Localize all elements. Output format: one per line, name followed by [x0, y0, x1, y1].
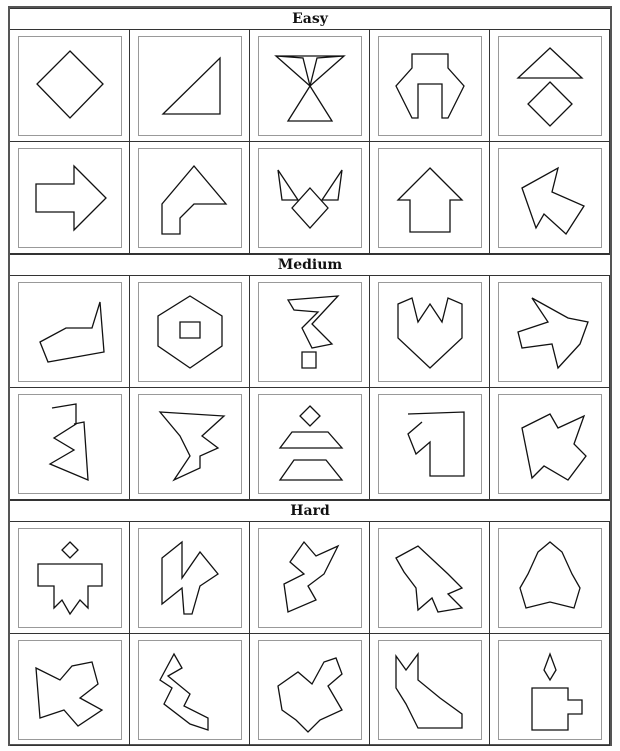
puzzle-tile	[370, 276, 490, 388]
snake-icon	[258, 528, 362, 628]
m-shape-icon	[138, 528, 242, 628]
puzzle-tile	[130, 30, 250, 142]
fish-icon	[18, 640, 122, 740]
lightning-icon	[138, 394, 242, 494]
bird-icon	[378, 528, 482, 628]
puzzle-tile	[370, 142, 490, 254]
mountain-icon	[498, 528, 602, 628]
bridge-icon	[378, 36, 482, 136]
cat-icon	[378, 640, 482, 740]
puzzle-tile	[250, 30, 370, 142]
puzzle-tile	[10, 276, 130, 388]
arrow-up-icon	[138, 148, 242, 248]
blob-icon	[498, 394, 602, 494]
puzzle-tile	[490, 522, 610, 634]
section-title-hard: Hard	[10, 500, 610, 522]
person-icon	[18, 528, 122, 628]
puzzle-tile	[10, 522, 130, 634]
puzzle-tile	[130, 388, 250, 500]
puzzle-tile	[130, 142, 250, 254]
cat-face-icon	[258, 148, 362, 248]
section-title-medium: Medium	[10, 254, 610, 276]
diamond-icon	[18, 36, 122, 136]
puzzle-tile	[250, 276, 370, 388]
tall-zigzag-icon	[18, 394, 122, 494]
puzzle-tile	[490, 634, 610, 746]
boat-icon	[18, 282, 122, 382]
puzzle-tile	[370, 30, 490, 142]
right-triangle-icon	[138, 36, 242, 136]
house-icon	[378, 148, 482, 248]
puzzle-tile	[370, 634, 490, 746]
puzzle-tile	[130, 276, 250, 388]
arrow-panel-icon	[378, 394, 482, 494]
puzzle-tile	[490, 388, 610, 500]
triangle-over-diamond-icon	[498, 36, 602, 136]
puzzle-tile	[490, 276, 610, 388]
puzzle-tile	[10, 388, 130, 500]
puzzle-tile	[10, 30, 130, 142]
shield-icon	[378, 282, 482, 382]
tangram-sheet: Easy Medium	[8, 6, 612, 746]
puzzle-tile	[10, 142, 130, 254]
puzzle-tile	[250, 388, 370, 500]
puzzle-tile	[130, 634, 250, 746]
puzzle-tile	[490, 142, 610, 254]
puzzle-tile	[370, 388, 490, 500]
puzzle-tile	[490, 30, 610, 142]
figure-on-platform-icon	[258, 394, 362, 494]
airplane-icon	[498, 282, 602, 382]
framed-square-icon	[138, 282, 242, 382]
puzzle-tile	[370, 522, 490, 634]
section-title-easy: Easy	[10, 8, 610, 30]
bowtie-icon	[258, 36, 362, 136]
arrow-right-icon	[18, 148, 122, 248]
zigzag-figure-icon	[258, 282, 362, 382]
puzzle-tile	[250, 142, 370, 254]
candle-icon	[498, 640, 602, 740]
puzzle-tile	[10, 634, 130, 746]
rooster-icon	[258, 640, 362, 740]
kangaroo-icon	[138, 640, 242, 740]
puzzle-tile	[130, 522, 250, 634]
puzzle-tile	[250, 522, 370, 634]
abstract-shape-icon	[498, 148, 602, 248]
puzzle-tile	[250, 634, 370, 746]
